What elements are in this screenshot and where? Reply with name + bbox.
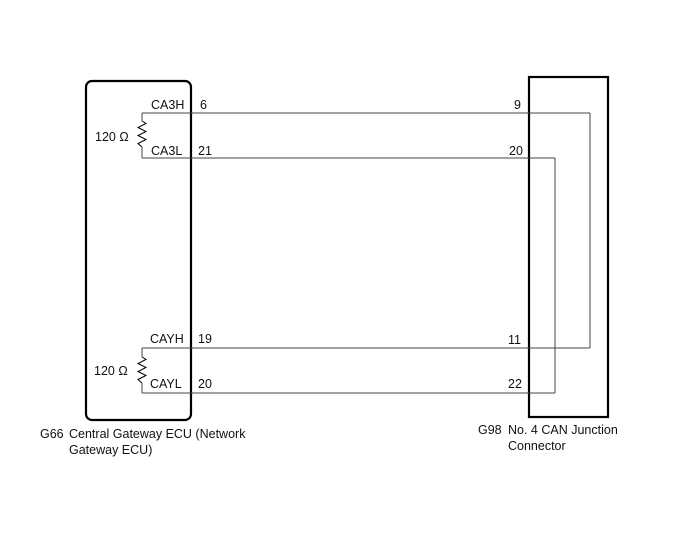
signal-cayl: CAYL [150, 377, 182, 391]
connector-code: G98 [478, 423, 502, 437]
junction-connector-box [527, 75, 610, 419]
ecu-pin-ca3h: 6 [200, 98, 207, 112]
connector-name-line1: No. 4 CAN Junction [508, 423, 618, 437]
ecu-pin-cayh: 19 [198, 332, 212, 346]
resistor-top-icon [136, 120, 148, 148]
connector-pin-9: 9 [514, 98, 521, 112]
connector-pin-20: 20 [509, 144, 523, 158]
ecu-name-line1: Central Gateway ECU (Network [69, 427, 246, 441]
connector-name-line2: Connector [508, 439, 566, 453]
signal-ca3h: CA3H [151, 98, 184, 112]
signal-ca3l: CA3L [151, 144, 182, 158]
ecu-name-line2: Gateway ECU) [69, 443, 152, 457]
ecu-pin-cayl: 20 [198, 377, 212, 391]
ecu-code: G66 [40, 427, 64, 441]
connector-pin-22: 22 [508, 377, 522, 391]
resistor-bottom-label: 120 Ω [94, 364, 128, 378]
resistor-bottom-icon [136, 356, 148, 384]
ecu-pin-ca3l: 21 [198, 144, 212, 158]
connector-pin-11: 11 [508, 333, 521, 347]
ecu-box [84, 79, 193, 422]
resistor-top-label: 120 Ω [95, 130, 129, 144]
signal-cayh: CAYH [150, 332, 184, 346]
